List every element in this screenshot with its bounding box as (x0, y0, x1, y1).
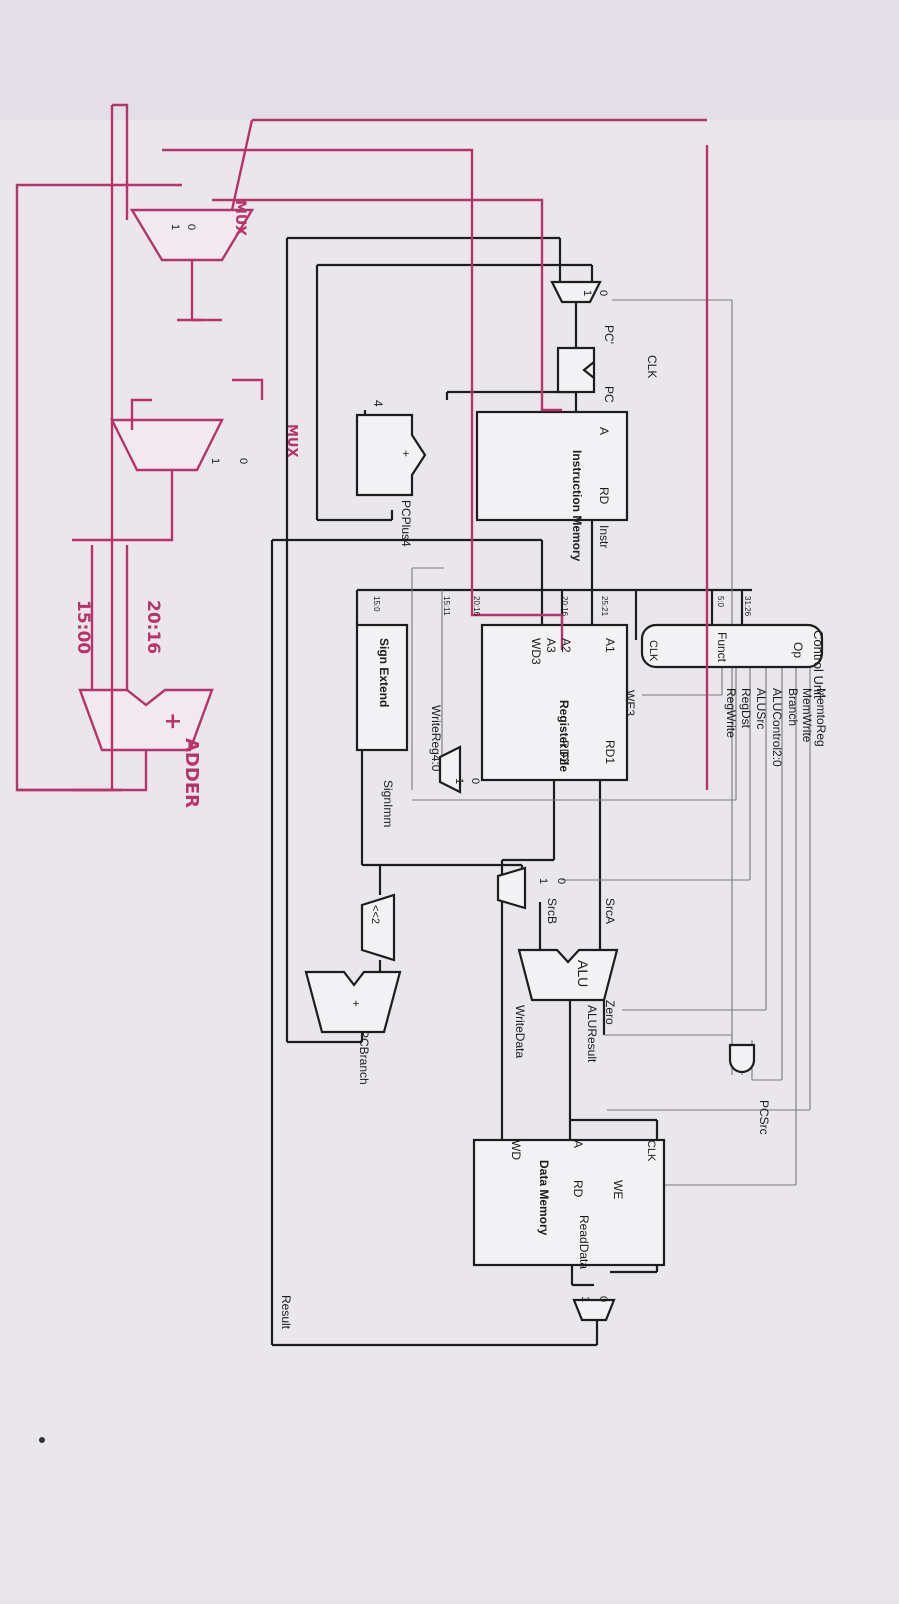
dmem-rd-port: RD (571, 1180, 585, 1198)
op-bits-label: 31:26 (743, 596, 752, 617)
srcb-mux-one: 1 (537, 878, 549, 884)
result-mux (572, 1298, 616, 1322)
regdst-mux (438, 745, 462, 794)
control-unit (640, 623, 824, 669)
rf-rd2-port: RD2 (557, 740, 571, 764)
alu-label: ALU (575, 960, 591, 987)
rf-we3-port: WE3 (623, 690, 637, 716)
result-mux-zero: 0 (597, 1296, 609, 1302)
pc-clk-label: CLK (645, 355, 659, 378)
register-file (480, 623, 629, 782)
hw-bits-20-16: 20:16 (143, 600, 163, 654)
handwritten-additions (15, 103, 709, 792)
hw-bits-15-00: 15:00 (73, 600, 93, 654)
alu (517, 948, 619, 1002)
pcplus4-label: PCPlus4 (399, 500, 413, 547)
signal-regwrite: RegWrite (724, 688, 738, 738)
signal-regdst: RegDst (739, 688, 753, 729)
dmem-a-port: A (571, 1140, 585, 1148)
signal-alusrc: ALUSrc (754, 688, 768, 729)
hw-adder-plus: + (160, 712, 185, 730)
imem-rd-port: RD (597, 487, 611, 505)
bits-15-0: 15:0 (372, 596, 381, 612)
bits-20-16-b: 20:16 (472, 596, 481, 617)
writedata-label: WriteData (513, 1005, 527, 1058)
srcb-mux-zero: 0 (555, 878, 567, 884)
rf-a1-port: A1 (603, 638, 617, 653)
bits-15-11: 15:11 (442, 596, 451, 616)
instruction-memory-title: Instruction Memory (570, 450, 584, 562)
signal-alucontrol: ALUControl2:0 (770, 688, 784, 767)
data-memory-title: Data Memory (537, 1160, 551, 1236)
dmem-wd-port: WD (509, 1140, 523, 1160)
signal-memtoreg: MemtoReg (814, 688, 828, 747)
rf-wd3-port: WD3 (529, 638, 543, 665)
dmem-we-port: WE (611, 1180, 625, 1199)
shift-left-label: <<2 (369, 905, 381, 924)
instr-label: Instr (597, 525, 611, 548)
rf-rd1-port: RD1 (603, 740, 617, 764)
and-gate (728, 1043, 756, 1074)
writereg-label: WriteReg4:0 (429, 705, 443, 772)
hw-mux-mid-one: 1 (209, 458, 221, 464)
branch-adder-plus: + (349, 1000, 363, 1007)
hw-mux-top-label: MUX (232, 200, 248, 236)
dmem-clk-label: CLK (645, 1140, 657, 1162)
pcbranch-label: PCBranch (357, 1030, 371, 1085)
pc-register (556, 346, 596, 394)
readdata-label: ReadData (577, 1215, 591, 1269)
shift-left-2 (360, 893, 396, 962)
control-op-label: Op (791, 642, 805, 658)
pc-adder-four: 4 (371, 400, 385, 407)
aluresult-label: ALUResult (585, 1005, 599, 1063)
pc-adder (355, 413, 427, 497)
pc-mux-one: 1 (581, 290, 593, 296)
regdst-mux-one: 1 (453, 778, 465, 784)
bits-25-21: 25:21 (600, 596, 609, 617)
funct-bits-label: 5:0 (716, 596, 725, 608)
control-unit-title: Control Unit (811, 630, 826, 699)
hw-mux-mid-zero: 0 (237, 458, 249, 464)
pc-mux (550, 280, 602, 304)
imem-a-port: A (597, 427, 611, 435)
control-funct-label: Funct (715, 632, 729, 663)
hw-mux-top-one: 1 (169, 224, 181, 230)
signal-memwrite: MemWrite (800, 688, 814, 743)
data-memory (472, 1138, 666, 1267)
srcb-mux (496, 866, 527, 910)
sign-extend-label: Sign Extend (377, 638, 391, 707)
ink-dot (39, 1437, 45, 1443)
pc-in-label: PC' (602, 325, 616, 344)
result-label: Result (279, 1295, 293, 1330)
signimm-label: SignImm (381, 780, 395, 827)
hw-adder-label: ADDER (181, 738, 202, 808)
pc-out-label: PC (602, 386, 616, 403)
mux-handwritten-mid (110, 418, 224, 472)
zero-label: Zero (603, 1000, 617, 1025)
register-file-title: Register File (557, 700, 571, 772)
pcsrc-label: PCSrc (757, 1100, 771, 1135)
pc-mux-zero: 0 (597, 290, 609, 296)
branch-adder (304, 970, 402, 1034)
rf-a2-port: A2 (559, 638, 573, 653)
signal-branch: Branch (786, 688, 800, 726)
pc-adder-plus: + (399, 450, 413, 457)
rf-clk-label: CLK (647, 640, 659, 662)
sign-extend (355, 623, 409, 752)
mux-handwritten-top (129, 208, 255, 262)
regdst-mux-zero: 0 (469, 778, 481, 784)
hw-mux-mid-label: MUX (284, 424, 299, 458)
hw-mux-top-zero: 0 (185, 224, 197, 230)
bits-20-16-a: 20:16 (560, 596, 569, 617)
result-mux-one: 1 (579, 1296, 591, 1302)
srcb-label: SrcB (545, 898, 559, 924)
srca-label: SrcA (603, 898, 617, 924)
instruction-memory (475, 410, 629, 522)
rf-a3-port: A3 (544, 638, 558, 653)
